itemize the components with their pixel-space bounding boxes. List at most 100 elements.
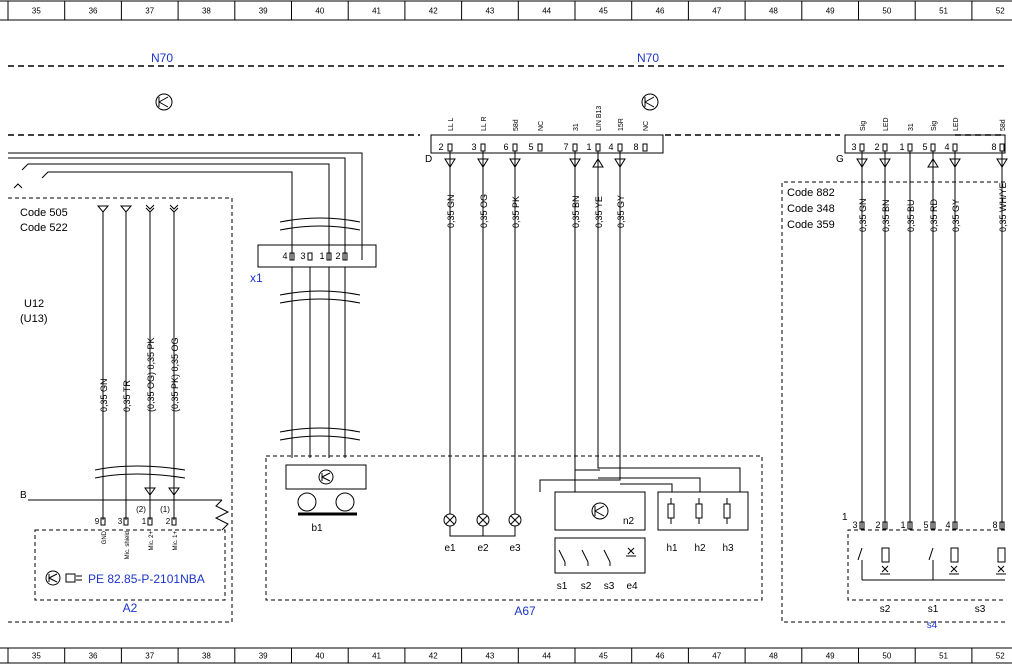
- pe-reference-link[interactable]: PE 82.85-P-2101NBA: [88, 572, 205, 586]
- wire-color-label: 0,35 PK: [511, 196, 521, 228]
- a2-pin-label: Mic. shield: [125, 531, 131, 559]
- n2-label: n2: [623, 516, 635, 527]
- connector-d-pin-label: NC: [538, 121, 545, 131]
- x1-pin-number: 2: [335, 251, 340, 261]
- switch-block: s1 s2 s3 e4: [554, 537, 646, 592]
- n70-label-right: N70: [637, 51, 659, 65]
- s1-label: s1: [557, 581, 568, 592]
- pin-socket: [171, 517, 177, 526]
- connector-d-pin-label: 58d: [513, 119, 520, 131]
- wire-arrow: [144, 487, 156, 496]
- connector-d-pin-label: LL L: [448, 118, 455, 131]
- transistor-icon: [155, 93, 173, 111]
- module-a2-area: Code 505 Code 522 U12 (U13) B A2 PE 82.8…: [8, 197, 233, 623]
- s4-pin-1-label: 1: [842, 512, 848, 523]
- pin-socket: [123, 517, 129, 526]
- s3-label: s3: [604, 581, 615, 592]
- s4-pin-number: 3: [852, 520, 857, 530]
- x1-pin-number: 1: [319, 251, 324, 261]
- ruler-top-cell: 35: [32, 7, 41, 16]
- ruler-top-cell: 36: [89, 7, 98, 16]
- ruler-top-cell: 50: [882, 7, 891, 16]
- ruler-bottom-cell: 51: [939, 652, 948, 661]
- a2-pin-number: 2: [166, 517, 171, 526]
- s4-s3-label: s3: [975, 604, 986, 615]
- ruler-top-cell: 48: [769, 7, 778, 16]
- pin-socket: [907, 143, 913, 152]
- connector-d-pin-label: NC: [643, 121, 650, 131]
- s4-pin-number: 5: [923, 520, 928, 530]
- pin-socket: [999, 143, 1005, 152]
- ruler-bottom-cell: 46: [656, 652, 665, 661]
- connector-d-pin-number: 2: [438, 142, 443, 152]
- wire-color-label: 0,35 GY: [951, 199, 961, 232]
- pin-socket: [100, 517, 106, 526]
- wire-color-label: 0,35 GN: [99, 378, 109, 412]
- a2-pin-alt: (2): [136, 505, 146, 514]
- a2-pin-number: 9: [95, 517, 100, 526]
- connector-d-pin-number: 4: [608, 142, 613, 152]
- pin-socket: [342, 252, 348, 261]
- pin-socket: [642, 143, 648, 152]
- ruler-bottom-cell: 36: [89, 652, 98, 661]
- ruler-bottom-cell: 37: [145, 652, 154, 661]
- a2-pin-number: 1: [142, 517, 147, 526]
- ruler-bottom-cell: 48: [769, 652, 778, 661]
- a2-pin-alt: (1): [160, 505, 170, 514]
- e3-label: e3: [509, 543, 521, 554]
- b1-label: b1: [311, 523, 323, 534]
- e2-label: e2: [477, 543, 489, 554]
- module-a67: A67 b1 e1 e2 e3: [265, 455, 763, 618]
- code-348: Code 348: [787, 203, 835, 215]
- ruler-top-cell: 39: [259, 7, 268, 16]
- a67-label: A67: [514, 604, 536, 618]
- ruler-top-cell: 40: [315, 7, 324, 16]
- ruler-top-cell: 42: [429, 7, 438, 16]
- x1-pin-number: 4: [282, 251, 287, 261]
- connector-g-label: G: [836, 154, 844, 165]
- connector-d-pin-number: 5: [528, 142, 533, 152]
- ruler-top-cell: 43: [485, 7, 494, 16]
- ruler-bottom-cell: 52: [996, 652, 1005, 661]
- s4-label: s4: [927, 620, 938, 631]
- pin-socket: [307, 252, 313, 261]
- connector-g-pin-number: 4: [944, 142, 949, 152]
- ruler-bottom-cell: 45: [599, 652, 608, 661]
- ruler-top-cell: 41: [372, 7, 381, 16]
- connector-g-pin-label: 31: [908, 123, 915, 131]
- ruler-bottom-cell: 35: [32, 652, 41, 661]
- ruler-bottom-cell: 50: [882, 652, 891, 661]
- ruler-top-cell: 45: [599, 7, 608, 16]
- wire-color-label: 0,35 YE: [594, 196, 604, 228]
- wire-color-label: (0,35 PK) 0,35 OG: [170, 337, 180, 412]
- h2-label: h2: [694, 543, 706, 554]
- code-522: Code 522: [20, 222, 68, 234]
- connector-d-pin-number: 3: [471, 142, 476, 152]
- lamps: e1 e2 e3: [443, 513, 522, 554]
- wire-color-label: 0,35 OG: [479, 194, 489, 228]
- wire-color-label: 0,35 GN: [858, 198, 868, 232]
- lamp-icon: [443, 513, 457, 527]
- lamp-icon: [508, 513, 522, 527]
- ruler-bottom-cell: 41: [372, 652, 381, 661]
- a2-pin-label: GND: [102, 530, 108, 544]
- x1-pin-number: 3: [300, 251, 305, 261]
- connector-d-label: D: [425, 154, 432, 165]
- pin-socket: [882, 143, 888, 152]
- h3-label: h3: [722, 543, 734, 554]
- ruler-top-cell: 38: [202, 7, 211, 16]
- control-n2: n2: [554, 491, 646, 531]
- connector-g-pin-number: 8: [991, 142, 996, 152]
- pin-socket: [326, 252, 332, 261]
- x1-label: x1: [250, 271, 263, 285]
- connector-g-pin-number: 2: [874, 142, 879, 152]
- connector-g-pin-label: Sig: [860, 121, 867, 131]
- resistor-block: h1 h2 h3: [657, 491, 749, 554]
- connector-d-pin-number: 8: [633, 142, 638, 152]
- pin-socket: [859, 143, 865, 152]
- pin-socket: [595, 143, 601, 152]
- e1-label: e1: [444, 543, 456, 554]
